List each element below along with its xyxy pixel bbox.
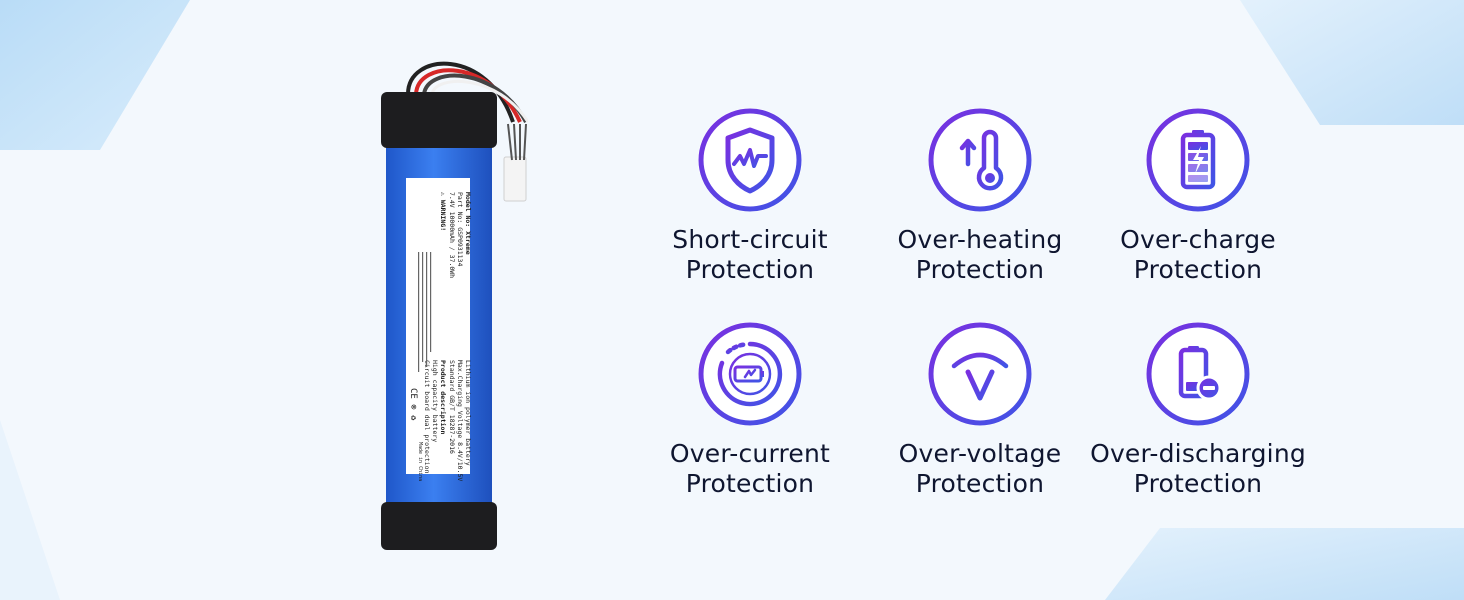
battery-desc-line: Lithium ion polymer battery <box>464 360 472 466</box>
feature-label: Over-heating Protection <box>865 225 1095 285</box>
battery-label-line: Part No: GSP0931134 <box>456 192 464 266</box>
battery-product-image: Model No: Xtreme Part No: GSP0931134 7.4… <box>378 52 530 562</box>
feature-label: Over-charge Protection <box>1083 225 1313 285</box>
voltage-v-icon <box>928 322 1032 426</box>
current-gauge-icon <box>698 322 802 426</box>
feature-short-circuit: Short-circuit Protection <box>635 108 865 288</box>
feature-title: Over-heating <box>897 225 1063 254</box>
feature-label: Over-voltage Protection <box>865 439 1095 499</box>
feature-title: Over-discharging <box>1090 439 1306 468</box>
feature-subtitle: Protection <box>1133 469 1263 498</box>
battery-desc-line: Max.Charging Voltage 8.4V/10.5V <box>456 360 464 481</box>
battery-minus-icon <box>1146 322 1250 426</box>
feature-icon-circle <box>1146 322 1250 426</box>
protection-features-grid: Short-circuit Protection Over-heating Pr… <box>650 108 1330 508</box>
battery-desc-line: Product description <box>439 360 447 434</box>
feature-title: Over-voltage <box>898 439 1062 468</box>
feature-subtitle: Protection <box>685 255 815 284</box>
feature-subtitle: Protection <box>915 255 1045 284</box>
shield-circuit-icon <box>698 108 802 212</box>
feature-label: Short-circuit Protection <box>635 225 865 285</box>
battery-illustration: Model No: Xtreme Part No: GSP0931134 7.4… <box>381 61 530 550</box>
feature-icon-circle <box>1146 108 1250 212</box>
feature-label: Over-current Protection <box>635 439 865 499</box>
battery-label-line: 7.4V 10000mAh / 37.0Wh <box>448 192 456 278</box>
feature-title: Over-charge <box>1120 225 1276 254</box>
feature-over-discharging: Over-discharging Protection <box>1083 322 1313 502</box>
feature-over-voltage: Over-voltage Protection <box>865 322 1095 502</box>
battery-desc-line: Standard GB/T 18287-2016 <box>448 360 456 454</box>
feature-subtitle: Protection <box>1133 255 1263 284</box>
feature-title: Short-circuit <box>672 225 828 254</box>
battery-made-in: Made in China <box>417 442 423 481</box>
battery-label-line: Model No: Xtreme <box>464 192 472 255</box>
feature-icon-circle <box>698 322 802 426</box>
thermometer-icon <box>928 108 1032 212</box>
battery-desc-line: High capacity battery <box>431 360 439 442</box>
battery-desc-line: Circuit board dual protection <box>423 360 431 474</box>
battery-cert-marks: CE ⊗ ♻ <box>408 388 418 421</box>
feature-subtitle: Protection <box>915 469 1045 498</box>
feature-icon-circle <box>698 108 802 212</box>
feature-subtitle: Protection <box>685 469 815 498</box>
feature-label: Over-discharging Protection <box>1083 439 1313 499</box>
feature-icon-circle <box>928 108 1032 212</box>
battery-warning: ⚠ WARNING! <box>439 191 447 231</box>
feature-title: Over-current <box>669 439 831 468</box>
feature-over-heating: Over-heating Protection <box>865 108 1095 288</box>
feature-over-charge: Over-charge Protection <box>1083 108 1313 288</box>
battery-charge-icon <box>1146 108 1250 212</box>
feature-icon-circle <box>928 322 1032 426</box>
feature-over-current: Over-current Protection <box>635 322 865 502</box>
